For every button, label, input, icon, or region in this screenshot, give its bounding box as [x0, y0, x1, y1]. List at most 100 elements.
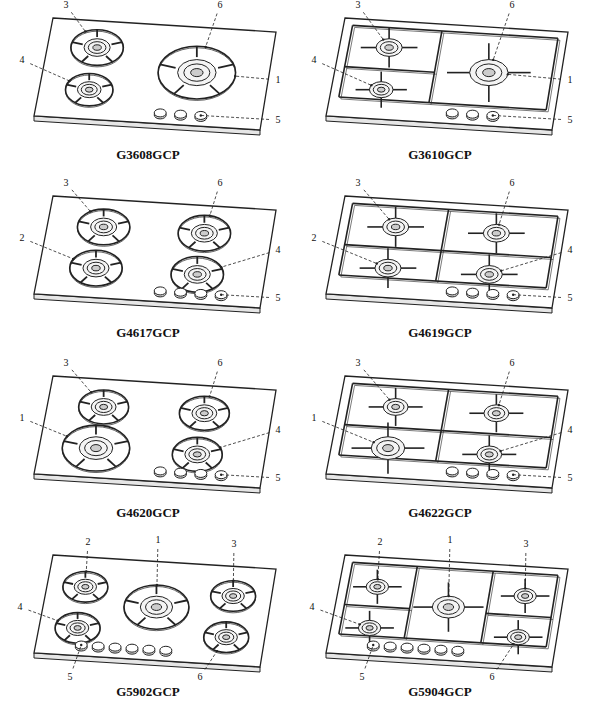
- control-knob: [160, 646, 172, 656]
- pan-grid: [339, 383, 560, 473]
- burner: [124, 585, 189, 631]
- burner: [514, 588, 536, 603]
- burner: [476, 266, 502, 284]
- leader-dot: [156, 584, 158, 586]
- control-knob: [446, 109, 458, 119]
- leader-line: [378, 551, 380, 579]
- leader-lines: [28, 12, 561, 669]
- control-knob: [126, 644, 138, 654]
- hob-drawing: [326, 555, 568, 672]
- leader-dot: [372, 441, 374, 443]
- callout-number: 5: [68, 672, 73, 682]
- burner: [179, 396, 229, 432]
- leader-line: [322, 241, 376, 263]
- leader-dot: [512, 643, 514, 645]
- control-knob: [92, 642, 104, 652]
- control-knob: [446, 467, 458, 477]
- callout-number: 6: [490, 672, 495, 682]
- control-knob: [467, 288, 479, 298]
- leader-line: [493, 115, 561, 119]
- leader-dot: [204, 46, 206, 48]
- callout-number: 6: [218, 358, 223, 368]
- leader-line: [28, 610, 57, 621]
- burner: [484, 405, 509, 422]
- leader-line: [322, 64, 371, 86]
- control-knob: [175, 110, 187, 120]
- leader-line: [72, 190, 91, 212]
- leader-dot: [232, 580, 234, 582]
- control-knob: [487, 111, 499, 121]
- glass-plate: [34, 196, 276, 308]
- leader-dot: [500, 270, 502, 272]
- leader-line: [86, 551, 87, 572]
- callout-number: 4: [310, 602, 315, 612]
- hob-drawing: [34, 18, 276, 135]
- callout-number: 3: [64, 0, 69, 10]
- callout-number: 5: [276, 293, 281, 303]
- callout-number: 4: [20, 55, 25, 65]
- control-knob: [467, 468, 479, 478]
- leader-dot: [448, 595, 450, 597]
- callout-number: 3: [64, 358, 69, 368]
- callout-number: 4: [18, 602, 23, 612]
- leader-line: [513, 295, 561, 298]
- leader-line: [220, 433, 269, 448]
- burner: [432, 596, 464, 618]
- hob-drawing: [326, 196, 568, 313]
- leader-dot: [85, 570, 87, 572]
- burner: [366, 579, 388, 594]
- callout-number: 2: [86, 537, 91, 547]
- leader-dot: [80, 644, 82, 646]
- callout-number: 5: [276, 473, 281, 483]
- glass-plate: [326, 555, 568, 667]
- model-name: G4619GCP: [408, 326, 472, 339]
- leader-line: [363, 12, 383, 39]
- leader-line: [156, 549, 158, 585]
- burner: [158, 46, 236, 100]
- leader-line: [499, 372, 509, 405]
- glass-plate: [326, 18, 568, 130]
- burner: [211, 581, 256, 613]
- leader-dot: [377, 578, 379, 580]
- leader-dot: [512, 474, 514, 476]
- leader-dot: [89, 210, 91, 212]
- burner: [172, 437, 222, 473]
- callout-number: 5: [276, 115, 281, 125]
- callout-number: 3: [232, 539, 237, 549]
- leader-line: [525, 553, 527, 588]
- callout-number: 4: [568, 245, 573, 255]
- burner: [70, 250, 123, 287]
- model-name: G4617GCP: [116, 326, 180, 339]
- leader-line: [499, 192, 509, 225]
- hob-drawing: [34, 196, 276, 313]
- leader-line: [221, 295, 269, 298]
- callout-number: 5: [360, 672, 365, 682]
- callout-number: 5: [568, 115, 573, 125]
- control-knob: [143, 645, 155, 655]
- pan-grid: [339, 25, 560, 111]
- leader-line: [497, 644, 514, 669]
- model-name: G5904GCP: [408, 685, 472, 698]
- leader-line: [73, 645, 81, 668]
- burner: [63, 571, 108, 603]
- leader-dot: [220, 266, 222, 268]
- callout-number: 3: [356, 178, 361, 188]
- leader-dot: [382, 38, 384, 40]
- leader-line: [71, 12, 85, 31]
- callout-number: 3: [524, 539, 529, 549]
- leader-dot: [200, 114, 202, 116]
- callout-number: 1: [568, 75, 573, 85]
- leader-dot: [388, 398, 390, 400]
- leader-dot: [498, 404, 500, 406]
- callout-number: 1: [20, 413, 25, 423]
- callout-number: 4: [276, 425, 281, 435]
- leader-line: [206, 14, 217, 47]
- control-knob: [435, 645, 447, 655]
- model-name: G4622GCP: [408, 506, 472, 519]
- leader-dot: [220, 474, 222, 476]
- leader-dot: [359, 623, 361, 625]
- model-name: G5902GCP: [116, 685, 180, 698]
- leader-dot: [512, 294, 514, 296]
- callout-number: 3: [356, 358, 361, 368]
- leader-line: [449, 549, 450, 596]
